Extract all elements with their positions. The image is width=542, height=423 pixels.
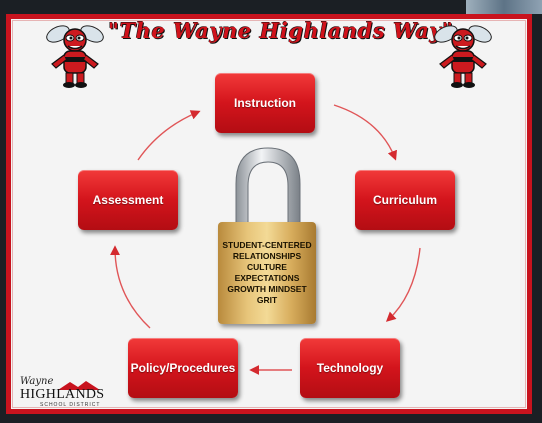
hornet-mascot-icon [46,25,104,88]
cycle-label: Technology [316,361,384,375]
corner-photo-fragment [466,0,542,14]
cycle-box-assessment: Assessment [78,170,178,230]
cycle-label: Instruction [234,96,296,110]
mountain-logo-icon [58,381,100,390]
lock-value: GRIT [256,295,278,305]
cycle-box-instruction: Instruction [215,73,315,133]
lock-value: EXPECTATIONS [234,273,300,283]
cycle-box-technology: Technology [300,338,400,398]
lock-value: GROWTH MINDSET [227,284,307,294]
logo-main: HIGHLANDS [20,387,105,402]
lock-value: CULTURE [247,262,287,272]
logo-script: Wayne [20,376,54,387]
padlock-body: STUDENT-CENTERED RELATIONSHIPS CULTURE E… [218,222,316,324]
cycle-label: Curriculum [372,193,437,207]
cycle-box-curriculum: Curriculum [355,170,455,230]
cycle-label: Policy/Procedures [130,361,236,375]
logo-sub: SCHOOL DISTRICT [40,402,101,408]
cycle-label: Assessment [92,193,164,207]
lock-value: RELATIONSHIPS [232,251,302,261]
cycle-box-policy: Policy/Procedures [128,338,238,398]
hornet-mascot-icon [434,25,492,88]
poster-title: "The Wayne Highlands Way" [108,18,454,43]
lock-value: STUDENT-CENTERED [222,240,312,250]
